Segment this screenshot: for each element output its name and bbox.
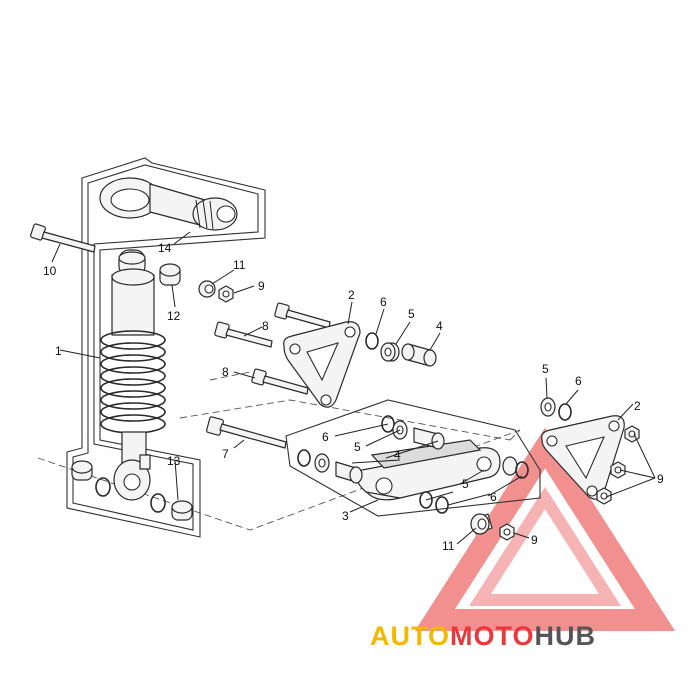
callout-6-lower: 6 [490,490,497,504]
callout-6-mid: 6 [322,430,329,444]
shock-spring [100,330,166,434]
leader-lines [51,231,656,545]
watermark-logo-triangle [414,427,676,631]
callout-1: 1 [55,344,62,358]
part-7-bolt [206,416,287,449]
part-9-nut-upper [218,285,234,303]
callout-11-lower: 11 [442,539,455,553]
callout-2-right: 2 [634,399,641,413]
callout-3: 3 [342,509,349,523]
callout-6-upper: 6 [380,295,387,309]
callout-10: 10 [43,264,57,278]
part-11-washer-upper [198,280,216,298]
callout-5-upper: 5 [408,307,415,321]
part-9-nut-lower [499,523,515,541]
callout-6-right: 6 [575,374,582,388]
part-10-bolt [30,223,96,253]
watermark-moto: MOTO [450,621,535,651]
callout-13: 13 [167,454,181,468]
dashed-assembly-lines [37,371,521,531]
part-12-bushing [159,263,181,286]
part-5-bushing-right [540,397,556,417]
callout-9-lower: 9 [531,533,538,547]
callout-14: 14 [158,241,172,255]
watermark-logo-text: AUTOMOTOHUB [370,621,596,651]
callout-numbers: 1 10 14 12 13 11 9 8 8 7 2 6 5 4 6 5 4 3… [43,241,664,553]
part-5-bushing-upper [380,342,400,362]
part-6-ring-right [558,403,572,421]
callout-8-lower: 8 [222,365,229,379]
callout-8-upper: 8 [262,319,269,333]
callout-5-right: 5 [542,362,549,376]
callout-11-upper: 11 [233,258,246,272]
callout-4-mid: 4 [394,448,401,462]
part-1-shock-absorber [100,249,166,501]
callout-12: 12 [167,309,181,323]
part-14-top-eye [99,177,238,231]
part-13-lower-bushings [71,454,193,521]
watermark-auto: AUTO [370,621,450,651]
watermark-hub: HUB [535,621,597,651]
part-2-plate-right [541,415,625,500]
callout-5-lower: 5 [462,477,469,491]
part-6-ring-upper [365,332,379,350]
callout-4-upper: 4 [436,319,443,333]
part-2-plate-upper [283,321,361,408]
part-8-bolts [214,302,331,395]
part-4-spacer-upper [401,343,437,367]
callout-9-right: 9 [657,472,664,486]
callout-2-upper: 2 [348,288,355,302]
callout-5-mid: 5 [354,440,361,454]
callout-9-upper: 9 [258,279,265,293]
shock-absorber-frame [66,157,266,538]
callout-7: 7 [222,447,229,461]
